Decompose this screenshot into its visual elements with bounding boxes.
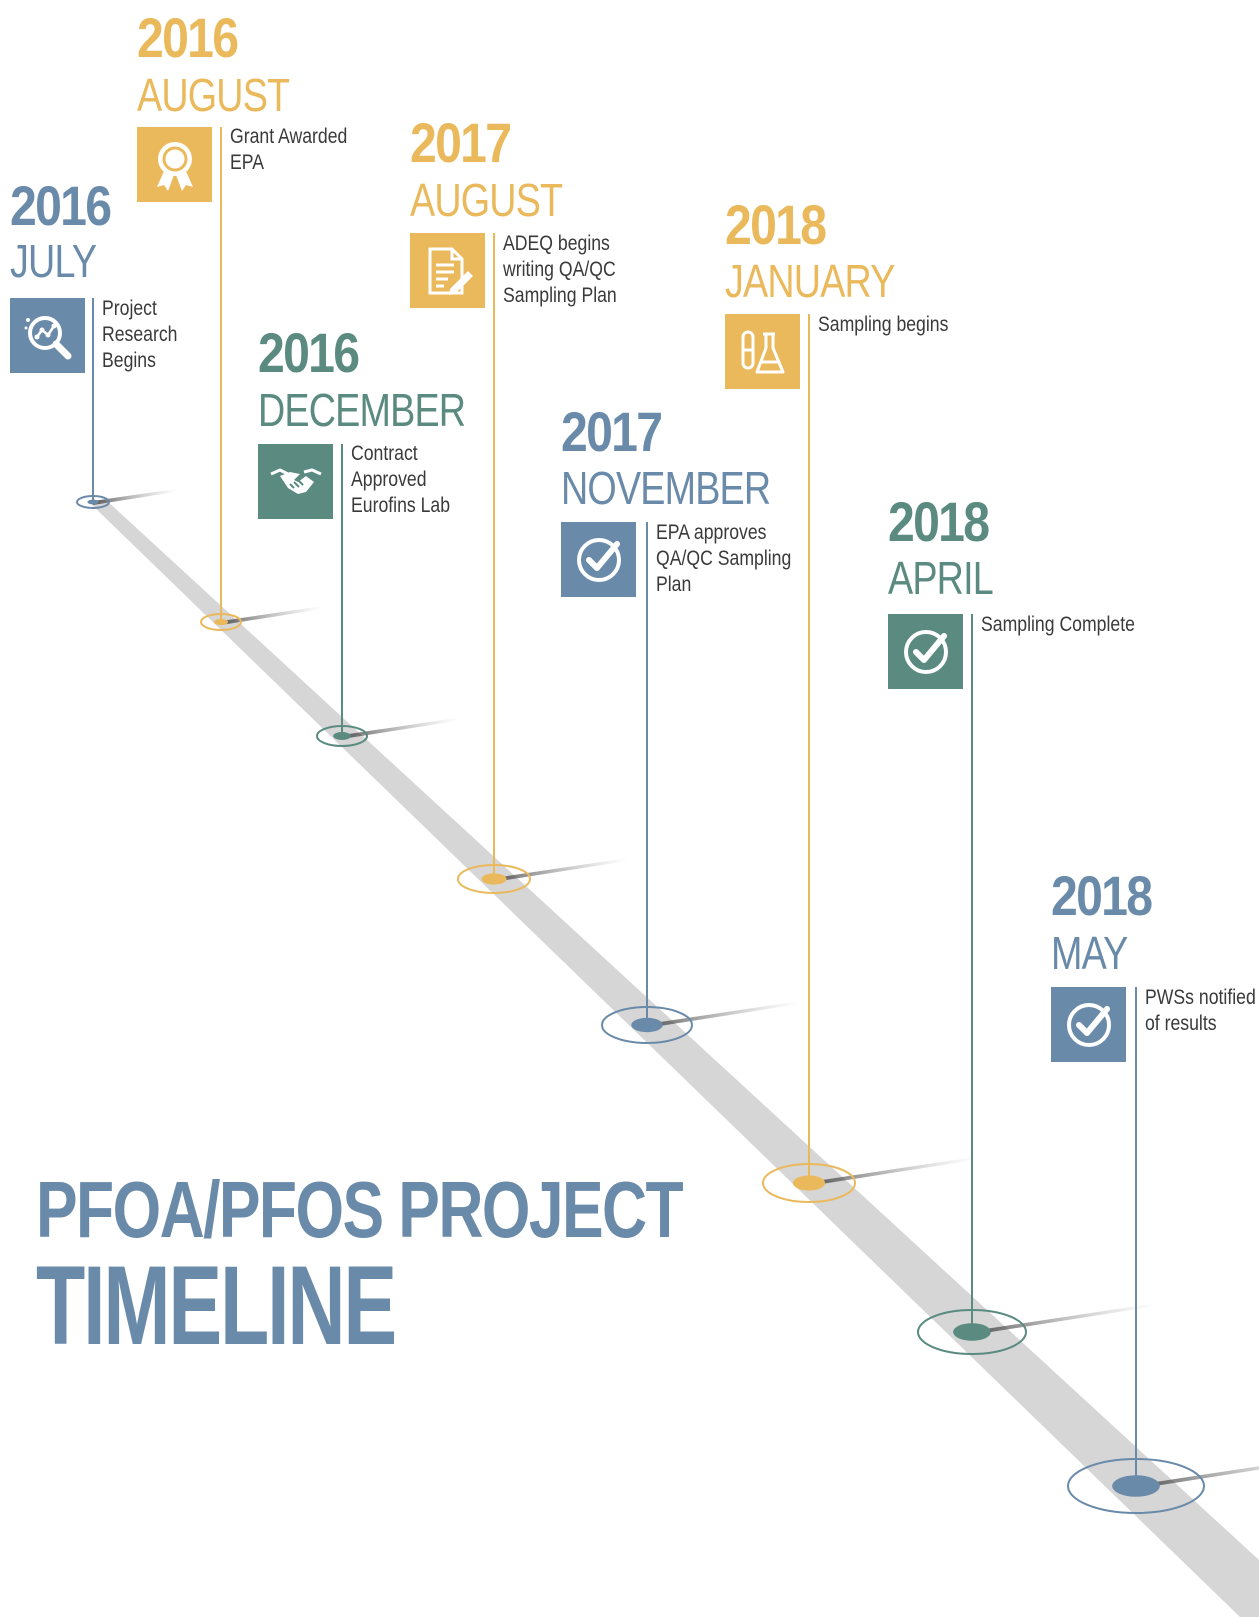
event-description-line: Eurofins Lab (351, 494, 451, 517)
marker-dot (953, 1323, 991, 1341)
event-description-line: QA/QC Sampling (656, 547, 792, 570)
event-year: 2016 (10, 174, 112, 237)
marker-ring (76, 495, 110, 509)
marker-ring (762, 1163, 856, 1203)
event-description: Sampling Complete (981, 612, 1135, 638)
event-description-line: Research (102, 323, 178, 346)
marker-ring (457, 864, 531, 894)
event-description-line: Contract (351, 442, 418, 465)
marker-dot (87, 499, 99, 505)
event-description: Sampling begins (818, 312, 948, 338)
check-circle-icon (571, 532, 627, 588)
marker-dot (333, 732, 351, 740)
marker-dot (214, 618, 228, 626)
event-month: NOVEMBER (561, 462, 771, 514)
event-icon-box (888, 614, 963, 689)
event-icon-box (137, 127, 212, 202)
marker-ring (1067, 1458, 1205, 1514)
event-description-line: Sampling Plan (503, 284, 617, 307)
event-year: 2018 (1051, 864, 1153, 927)
marker-dot (1112, 1475, 1160, 1497)
check-circle-icon (1061, 997, 1117, 1053)
event-marker (1067, 987, 1259, 1514)
event-description-line: EPA approves (656, 521, 767, 544)
event-marker (601, 522, 799, 1044)
event-description-line: ADEQ begins (503, 232, 610, 255)
marker-ring (601, 1006, 693, 1044)
event-marker (457, 233, 629, 894)
handshake-icon (268, 454, 324, 510)
event-year: 2018 (725, 193, 827, 256)
event-description: ADEQ begins writing QA/QC Sampling Plan (503, 231, 617, 309)
event-month: AUGUST (410, 174, 563, 226)
event-year: 2016 (137, 6, 239, 69)
marker-ring (200, 613, 242, 631)
event-marker (316, 444, 460, 747)
event-description: PWSs notified of results (1145, 985, 1256, 1037)
event-month: JANUARY (725, 255, 895, 307)
marker-shadow (221, 606, 322, 625)
title-line-1: PFOA/PFOS PROJECT (36, 1165, 684, 1254)
event-year: 2017 (410, 111, 512, 174)
marker-shadow (1136, 1466, 1259, 1489)
event-icon-box (10, 298, 85, 373)
marker-shadow (809, 1156, 977, 1186)
event-description-line: Sampling begins (818, 313, 949, 336)
marker-ring (917, 1309, 1027, 1355)
event-year: 2016 (258, 321, 360, 384)
event-marker (762, 314, 977, 1203)
document-pencil-icon (420, 243, 476, 299)
event-description-line: Grant Awarded (230, 125, 348, 148)
marker-shadow (972, 1302, 1157, 1335)
marker-shadow (342, 717, 460, 739)
marker-dot (631, 1017, 663, 1033)
flask-icon (735, 324, 791, 380)
marker-shadow (647, 1001, 799, 1028)
event-marker (200, 127, 322, 631)
check-circle-icon (898, 624, 954, 680)
event-icon-box (725, 314, 800, 389)
event-marker (76, 298, 177, 509)
event-description-line: Sampling Complete (981, 613, 1135, 636)
event-description-line: Plan (656, 573, 692, 596)
event-month: JULY (10, 235, 97, 287)
marker-ring (316, 725, 368, 747)
event-month: APRIL (888, 552, 994, 604)
event-year: 2017 (561, 400, 663, 463)
award-ribbon-icon (147, 137, 203, 193)
marker-shadow (93, 488, 177, 505)
marker-shadow (494, 857, 629, 882)
event-month: AUGUST (137, 69, 290, 121)
event-icon-box (1051, 987, 1126, 1062)
title-line-2: TIMELINE (36, 1243, 397, 1368)
event-icon-box (258, 444, 333, 519)
event-description-line: writing QA/QC (503, 258, 616, 281)
event-month: DECEMBER (258, 384, 466, 436)
event-marker (917, 614, 1157, 1355)
marker-dot (792, 1175, 826, 1191)
event-month: MAY (1051, 927, 1128, 979)
event-description-line: Project (102, 297, 157, 320)
event-year: 2018 (888, 490, 990, 553)
magnifier-chart-icon (20, 308, 76, 364)
event-icon-box (410, 233, 485, 308)
event-description-line: Approved (351, 468, 427, 491)
event-icon-box (561, 522, 636, 597)
event-description-line: of results (1145, 1012, 1217, 1035)
marker-dot (481, 873, 507, 885)
event-description-line: PWSs notified (1145, 986, 1256, 1009)
event-description-line: EPA (230, 151, 264, 174)
event-description-line: Begins (102, 349, 156, 372)
